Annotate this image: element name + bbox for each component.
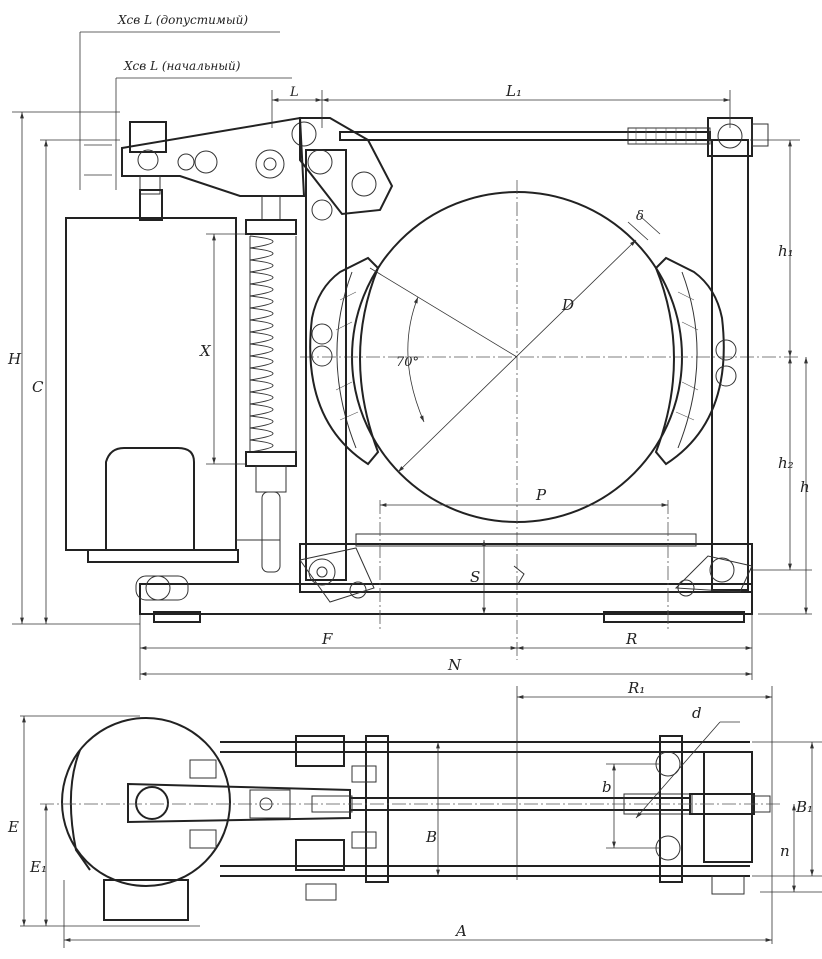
label-A: A [454, 922, 467, 940]
thruster-body [65, 217, 237, 551]
top-lever-arm [121, 116, 306, 197]
label-n: n [780, 842, 790, 860]
lever-arm-top [127, 782, 351, 824]
left-lever [305, 149, 347, 581]
label-S: S [470, 568, 480, 586]
label-L1: L₁ [505, 82, 522, 100]
label-angle: 70° [396, 355, 419, 370]
label-F: F [321, 630, 333, 648]
dimension-labels: Хсв L (допустимый) Хсв L (начальный) L L… [7, 13, 813, 940]
top-bracket [299, 117, 394, 216]
label-E1: E₁ [29, 858, 47, 876]
label-h: h [800, 478, 810, 496]
top-rod [339, 131, 711, 141]
label-h1: h₁ [778, 242, 794, 260]
label-R1: R₁ [627, 679, 645, 697]
label-delta: δ [636, 209, 644, 224]
top-dimensions [20, 686, 822, 948]
left-brake-shoe [309, 256, 380, 466]
label-C: C [32, 378, 44, 396]
label-X: X [199, 342, 212, 360]
base-frame [139, 583, 753, 615]
right-brake-shoe [654, 256, 725, 466]
label-b: b [602, 778, 612, 796]
label-B: B [425, 828, 437, 846]
top-view [40, 717, 780, 921]
label-L: L [289, 85, 299, 100]
front-dimensions [12, 31, 812, 680]
label-E: E [7, 818, 19, 836]
label-h2: h₂ [778, 454, 794, 472]
label-stroke-initial: Хсв L (начальный) [123, 59, 241, 73]
right-lever-top [703, 751, 753, 863]
label-H: H [7, 350, 22, 368]
label-B1: B₁ [795, 798, 813, 816]
label-R: R [625, 630, 637, 648]
label-stroke-allowed: Хсв L (допустимый) [117, 13, 248, 27]
label-P: P [535, 486, 547, 504]
thruster-top [61, 717, 231, 887]
label-D: D [561, 296, 574, 314]
compression-spring [249, 235, 297, 453]
right-lever [711, 139, 749, 591]
label-N: N [447, 656, 462, 674]
front-view [65, 116, 800, 660]
label-d: d [692, 704, 702, 722]
